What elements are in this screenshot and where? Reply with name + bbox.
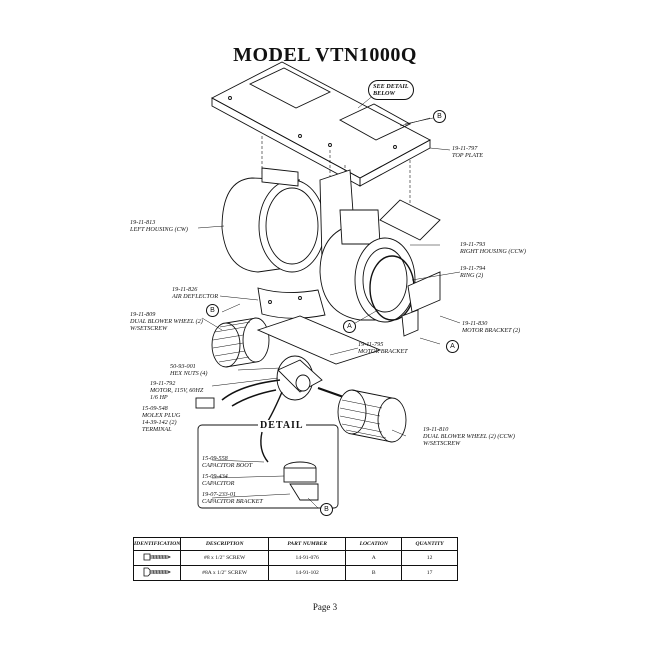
motor-bracket-right-drawing — [401, 271, 441, 337]
column-header: LOCATION — [345, 537, 403, 551]
motor-bracket-2-label: 19-11-830 MOTOR BRACKET (2) — [462, 320, 521, 334]
column-header: DESCRIPTION — [180, 537, 270, 551]
motor-bracket-drawing — [256, 315, 382, 365]
sheet-metal-screw-icon — [132, 565, 182, 581]
right-blower-wheel-drawing — [337, 389, 407, 443]
left-housing-drawing — [221, 167, 356, 273]
marker-a: A — [343, 320, 356, 333]
screw-icon — [143, 553, 172, 561]
motor-label: 19-11-792 MOTOR, 115V, 60Hz 1/6 HP — [150, 380, 204, 401]
part-number-cell: 14-91-076 — [268, 550, 347, 566]
description-cell: #8 x 1/2" SCREW — [180, 550, 270, 566]
motor-bracket-label: 19-11-795 MOTOR BRACKET — [358, 341, 408, 355]
dual-blower-wheel-cw-label: 19-11-809 DUAL BLOWER WHEEL (2) W/SETSCR… — [130, 311, 203, 332]
quantity-cell: 12 — [401, 550, 458, 566]
description-cell: #8A x 1/2" SCREW — [180, 565, 270, 581]
detail-title: DETAIL — [258, 420, 306, 431]
hex-nuts-label: 50-93-001 HEX NUTS (4) — [170, 363, 208, 377]
motor-drawing — [276, 355, 353, 401]
ring-label: 19-11-794 RING (2) — [460, 265, 486, 279]
column-header: PART NUMBER — [268, 537, 347, 551]
table-header-row: IDENTIFICATION DESCRIPTION PART NUMBER L… — [132, 537, 458, 551]
parts-table: IDENTIFICATION DESCRIPTION PART NUMBER L… — [132, 537, 458, 581]
top-plate-label: 19-11-797 TOP PLATE — [452, 145, 484, 159]
column-header: QUANTITY — [401, 537, 458, 551]
capacitor-label: 15-09-434 CAPACITOR — [202, 473, 235, 487]
see-detail-label: SEE DETAIL BELOW — [368, 80, 414, 100]
column-header: IDENTIFICATION — [132, 537, 182, 551]
table-row: #8 x 1/2" SCREW 14-91-076 A 12 — [132, 550, 458, 566]
air-deflector-label: 19-11-826 AIR DEFLECTOR — [172, 286, 219, 300]
screw-icon — [132, 550, 182, 566]
wiring-drawing — [195, 379, 283, 431]
marker-a: A — [446, 340, 459, 353]
sheet-metal-screw-icon — [143, 567, 172, 577]
air-deflector-drawing — [257, 287, 326, 319]
right-housing-drawing — [319, 199, 441, 323]
capacitor-drawing — [260, 431, 319, 501]
left-housing-label: 19-11-813 LEFT HOUSING (CW) — [130, 219, 188, 233]
table-row: #8A x 1/2" SCREW 14-91-102 B 17 — [132, 565, 458, 581]
capacitor-bracket-label: 19-07-233-01 CAPACITOR BRACKET — [202, 491, 263, 505]
page-number: Page 3 — [312, 602, 338, 612]
location-cell: A — [345, 550, 403, 566]
molex-plug-label: 15-09-548 MOLEX PLUG 14-39-142 (2) TERMI… — [142, 405, 181, 433]
marker-b: B — [433, 110, 446, 123]
page-title: MODEL VTN1000Q — [233, 44, 417, 66]
marker-b: B — [320, 503, 333, 516]
capacitor-boot-label: 15-09-558 CAPACITOR BOOT — [202, 455, 253, 469]
right-housing-label: 19-11-793 RIGHT HOUSING (CCW) — [460, 241, 526, 255]
marker-b: B — [206, 304, 219, 317]
quantity-cell: 17 — [401, 565, 458, 581]
dual-blower-wheel-ccw-label: 19-11-810 DUAL BLOWER WHEEL (2) (CCW) W/… — [423, 426, 515, 447]
left-blower-wheel-drawing — [211, 317, 270, 368]
location-cell: B — [345, 565, 403, 581]
part-number-cell: 14-91-102 — [268, 565, 347, 581]
